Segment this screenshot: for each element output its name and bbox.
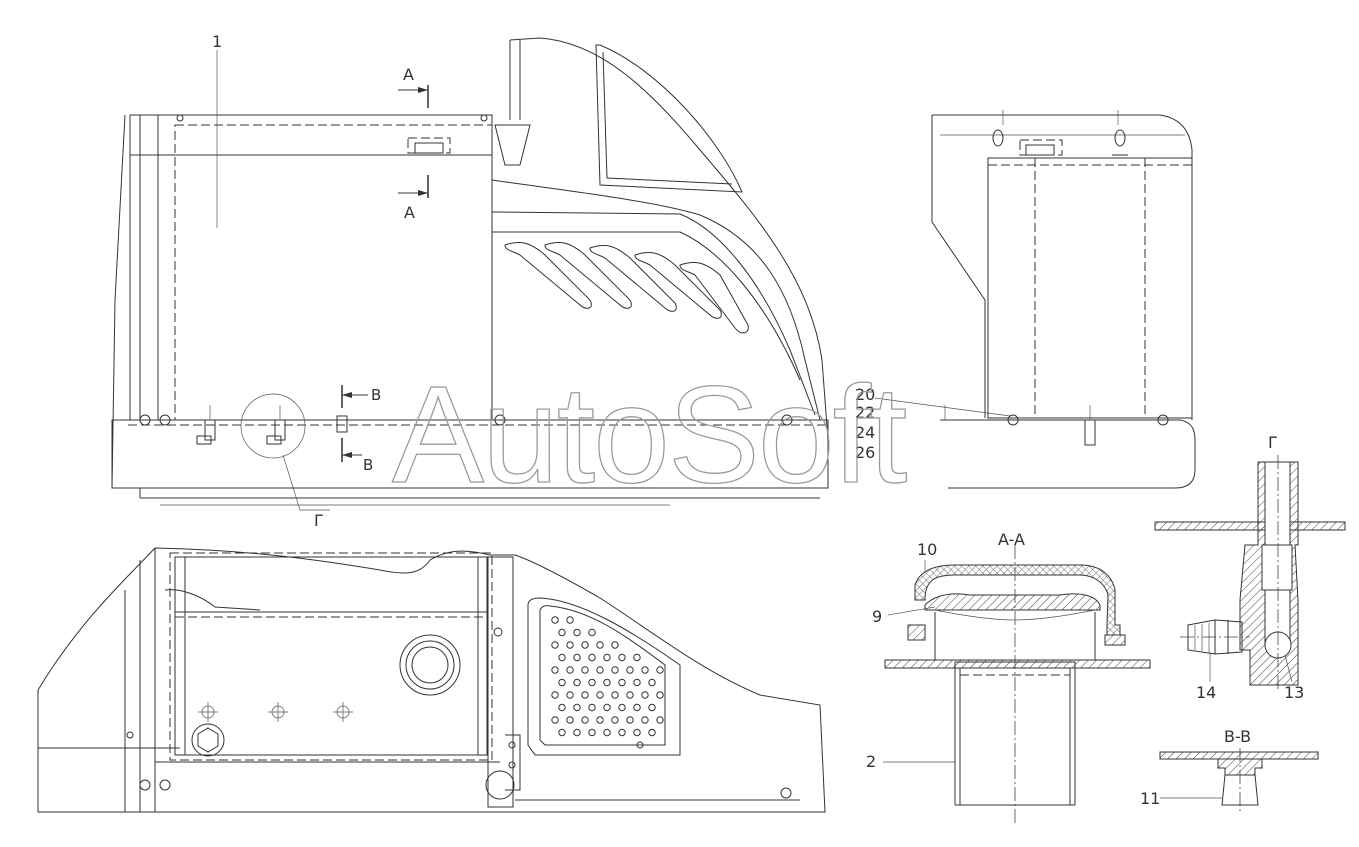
plate-hole (581, 666, 589, 674)
detail-g: Г 14 13 (1154, 433, 1346, 702)
plate-hole (588, 678, 596, 687)
plate-hole (603, 653, 611, 662)
plate-hole (558, 678, 566, 687)
plate-hole (551, 691, 559, 699)
plate-hole (626, 691, 634, 699)
section-b-top-label: B (371, 386, 381, 404)
section-b-marker: B B (336, 385, 381, 474)
plate-hole (558, 628, 566, 637)
end-view: 20 22 24 26 (855, 110, 1196, 489)
plate-hole (566, 666, 574, 674)
detail-g-callout: Г (314, 511, 324, 530)
plate-hole (551, 616, 559, 624)
callout-13: 13 (1284, 683, 1304, 702)
side-view: A A B B 1 Г (111, 32, 829, 530)
plate-hole (618, 678, 626, 687)
plate-holes (551, 616, 664, 737)
plate-hole (551, 641, 559, 649)
plate-hole (611, 666, 619, 674)
callout-22: 22 (855, 403, 875, 422)
plate-hole (573, 653, 581, 662)
vent-slots (504, 242, 749, 334)
plate-hole (633, 678, 641, 687)
plate-hole (573, 678, 581, 687)
plate-hole (603, 728, 611, 737)
hole-marks (198, 702, 353, 722)
plate-hole (648, 703, 656, 712)
plate-hole (573, 628, 581, 637)
plate-hole (648, 728, 656, 737)
plate-hole (633, 703, 641, 712)
plate-hole (581, 716, 589, 724)
plate-hole (641, 666, 649, 674)
top-view (37, 547, 826, 813)
plate-hole (596, 691, 604, 699)
plate-hole (656, 666, 664, 674)
plate-hole (618, 653, 626, 662)
section-a-top-label: A (403, 65, 414, 84)
plate-hole (603, 703, 611, 712)
plate-hole (656, 716, 664, 724)
callout-1: 1 (212, 32, 222, 51)
rail-bolts (139, 414, 793, 426)
callout-14: 14 (1196, 683, 1216, 702)
plate-hole (618, 728, 626, 737)
detail-g-title: Г (1268, 433, 1278, 452)
top-bolts (176, 114, 488, 122)
plate-hole (641, 716, 649, 724)
plate-hole (551, 716, 559, 724)
section-a-bottom-label: A (404, 203, 415, 222)
plate-hole (633, 728, 641, 737)
plate-hole (588, 628, 596, 637)
plate-hole (581, 641, 589, 649)
section-a-marker: A A (398, 65, 429, 222)
section-b-b-title: B-B (1224, 727, 1251, 746)
plate-hole (573, 703, 581, 712)
plate-hole (611, 641, 619, 649)
section-a-a: A-A 10 9 2 (866, 530, 1151, 825)
plate-hole (558, 703, 566, 712)
plate-hole (588, 653, 596, 662)
plate-hole (603, 678, 611, 687)
plate-hole (566, 691, 574, 699)
plate-hole (581, 691, 589, 699)
callout-10: 10 (917, 540, 937, 559)
plate-hole (656, 691, 664, 699)
plate-hole (551, 666, 559, 674)
watermark: AutoSoft (392, 358, 907, 512)
plate-hole (566, 716, 574, 724)
plate-hole (596, 716, 604, 724)
callout-24: 24 (855, 423, 875, 442)
plate-hole (596, 641, 604, 649)
plate-hole (558, 728, 566, 737)
plate-hole (588, 728, 596, 737)
plate-hole (573, 728, 581, 737)
plate-hole (611, 691, 619, 699)
plate-hole (588, 703, 596, 712)
plate-hole (618, 703, 626, 712)
plate-hole (633, 653, 641, 662)
plate-hole (596, 666, 604, 674)
plate-hole (558, 653, 566, 662)
plate-hole (626, 666, 634, 674)
callout-2: 2 (866, 752, 876, 771)
plate-hole (641, 691, 649, 699)
section-a-a-title: A-A (998, 530, 1025, 549)
plate-hole (648, 678, 656, 687)
plate-hole (611, 716, 619, 724)
callout-9: 9 (872, 607, 882, 626)
section-b-b: B-B 11 (1140, 727, 1319, 812)
detail-g-circle (240, 393, 306, 459)
plate-hole (566, 641, 574, 649)
plate-hole (566, 616, 574, 624)
callout-11: 11 (1140, 789, 1160, 808)
section-b-bottom-label: B (363, 456, 373, 474)
callout-20: 20 (855, 385, 875, 404)
callout-26: 26 (855, 443, 875, 462)
plate-hole (626, 716, 634, 724)
